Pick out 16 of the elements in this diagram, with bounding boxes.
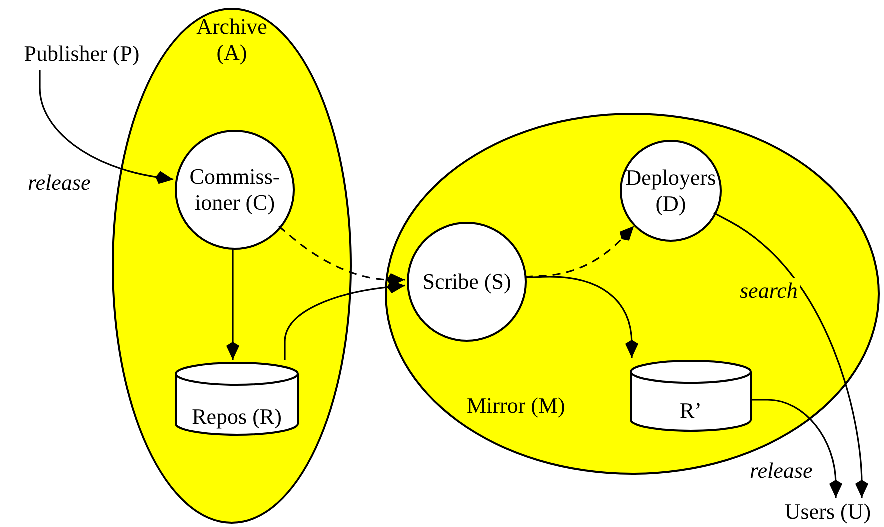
node-label: Deployers (D) [624, 165, 718, 217]
node-label: Commiss- ioner (C) [188, 164, 282, 216]
arrow [524, 276, 638, 358]
arrow [284, 280, 406, 360]
node-label: Scribe (S) [422, 269, 512, 295]
node-label: Users (U) [784, 499, 872, 525]
node-label: Publisher (P) [24, 41, 140, 67]
arrow [524, 226, 635, 278]
arrow [226, 248, 240, 360]
node-label: Archive (A) [196, 14, 268, 66]
arrow [750, 399, 842, 498]
arrow [39, 70, 174, 184]
node-label: Repos (R) [192, 404, 282, 430]
node-label: R’ [680, 398, 702, 424]
arrow [714, 212, 868, 498]
node-label: Mirror (M) [467, 393, 566, 419]
